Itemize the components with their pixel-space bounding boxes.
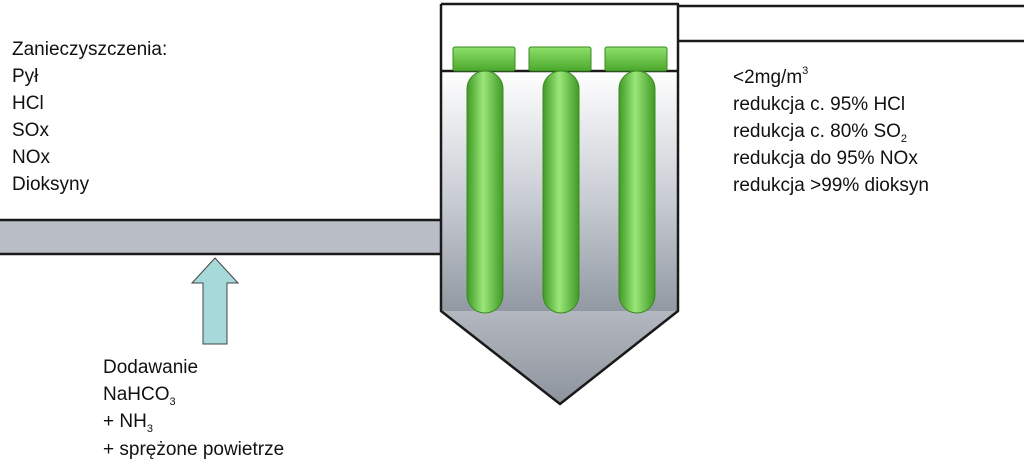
additives-line: + sprężone powietrze — [103, 439, 284, 460]
inlet-duct — [0, 218, 441, 256]
pollutant-item: SOx — [12, 120, 49, 141]
filter-bags — [452, 46, 668, 314]
result-line: redukcja c. 80% SO2 — [733, 121, 907, 145]
additives-line: Dodawanie — [103, 357, 198, 378]
additives-line: + NH3 — [103, 411, 153, 435]
additives-list: Dodawanie NaHCO3 + NH3 + sprężone powiet… — [103, 357, 284, 460]
filter-bag — [528, 46, 592, 314]
pollutants-list: Zanieczyszczenia: Pył HCl SOx NOx Dioksy… — [12, 39, 167, 195]
filter-bag — [604, 46, 668, 314]
result-line: redukcja do 95% NOx — [733, 148, 918, 169]
pollutant-item: Pył — [12, 66, 39, 87]
additives-line: NaHCO3 — [103, 384, 176, 408]
result-line: redukcja >99% dioksyn — [733, 175, 929, 196]
result-line: redukcja c. 95% HCl — [733, 94, 905, 115]
injection-arrow — [190, 257, 240, 345]
pollutant-item: NOx — [12, 147, 51, 168]
result-line: <2mg/m3 — [733, 65, 808, 88]
outlet-duct — [678, 4, 1024, 43]
pollutants-heading: Zanieczyszczenia: — [12, 39, 167, 60]
results-list: <2mg/m3 redukcja c. 95% HCl redukcja c. … — [733, 65, 929, 196]
pollutant-item: HCl — [12, 93, 44, 114]
filter-bag — [452, 46, 516, 314]
pollutant-item: Dioksyny — [12, 174, 90, 195]
